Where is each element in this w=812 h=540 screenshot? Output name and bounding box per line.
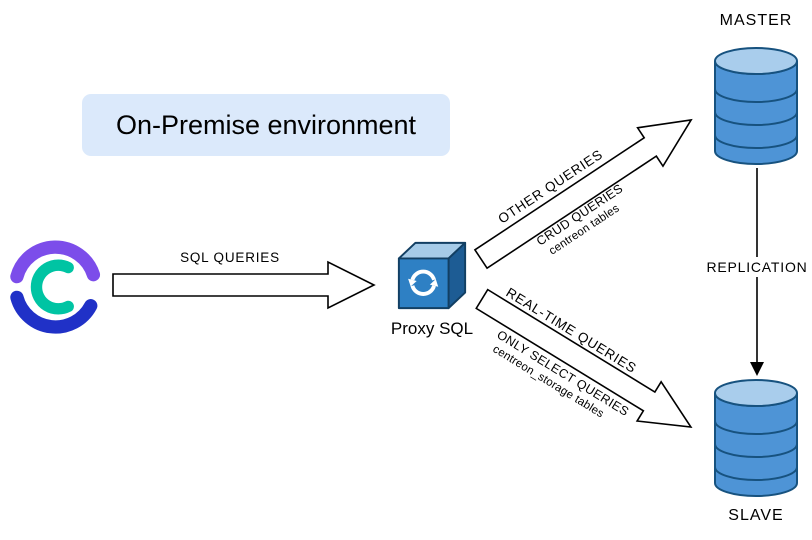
- logo-arc-purple: [10, 240, 101, 284]
- master-label: MASTER: [719, 12, 793, 29]
- centreon-logo: [8, 228, 103, 346]
- slave-database-icon: [712, 378, 800, 498]
- select-queries-arrow: [475, 288, 693, 428]
- proxy-sql-label: Proxy SQL: [390, 319, 474, 338]
- slave-label: SLAVE: [728, 507, 784, 524]
- on-premise-label: On-Premise environment: [115, 109, 417, 140]
- logo-arc-navy: [10, 290, 98, 334]
- crud-queries-arrow: [473, 118, 693, 270]
- sql-queries-label: SQL QUERIES: [180, 250, 280, 265]
- on-premise-box: On-Premise environment: [82, 94, 450, 156]
- proxy-sql-icon: [394, 236, 470, 314]
- logo-arc-teal: [30, 259, 74, 315]
- replication-label: REPLICATION: [701, 257, 812, 277]
- replication-arrowhead-icon: [750, 362, 764, 376]
- sync-icon: [408, 269, 439, 296]
- master-database-icon: [712, 46, 800, 166]
- sql-queries-arrow: [112, 260, 376, 310]
